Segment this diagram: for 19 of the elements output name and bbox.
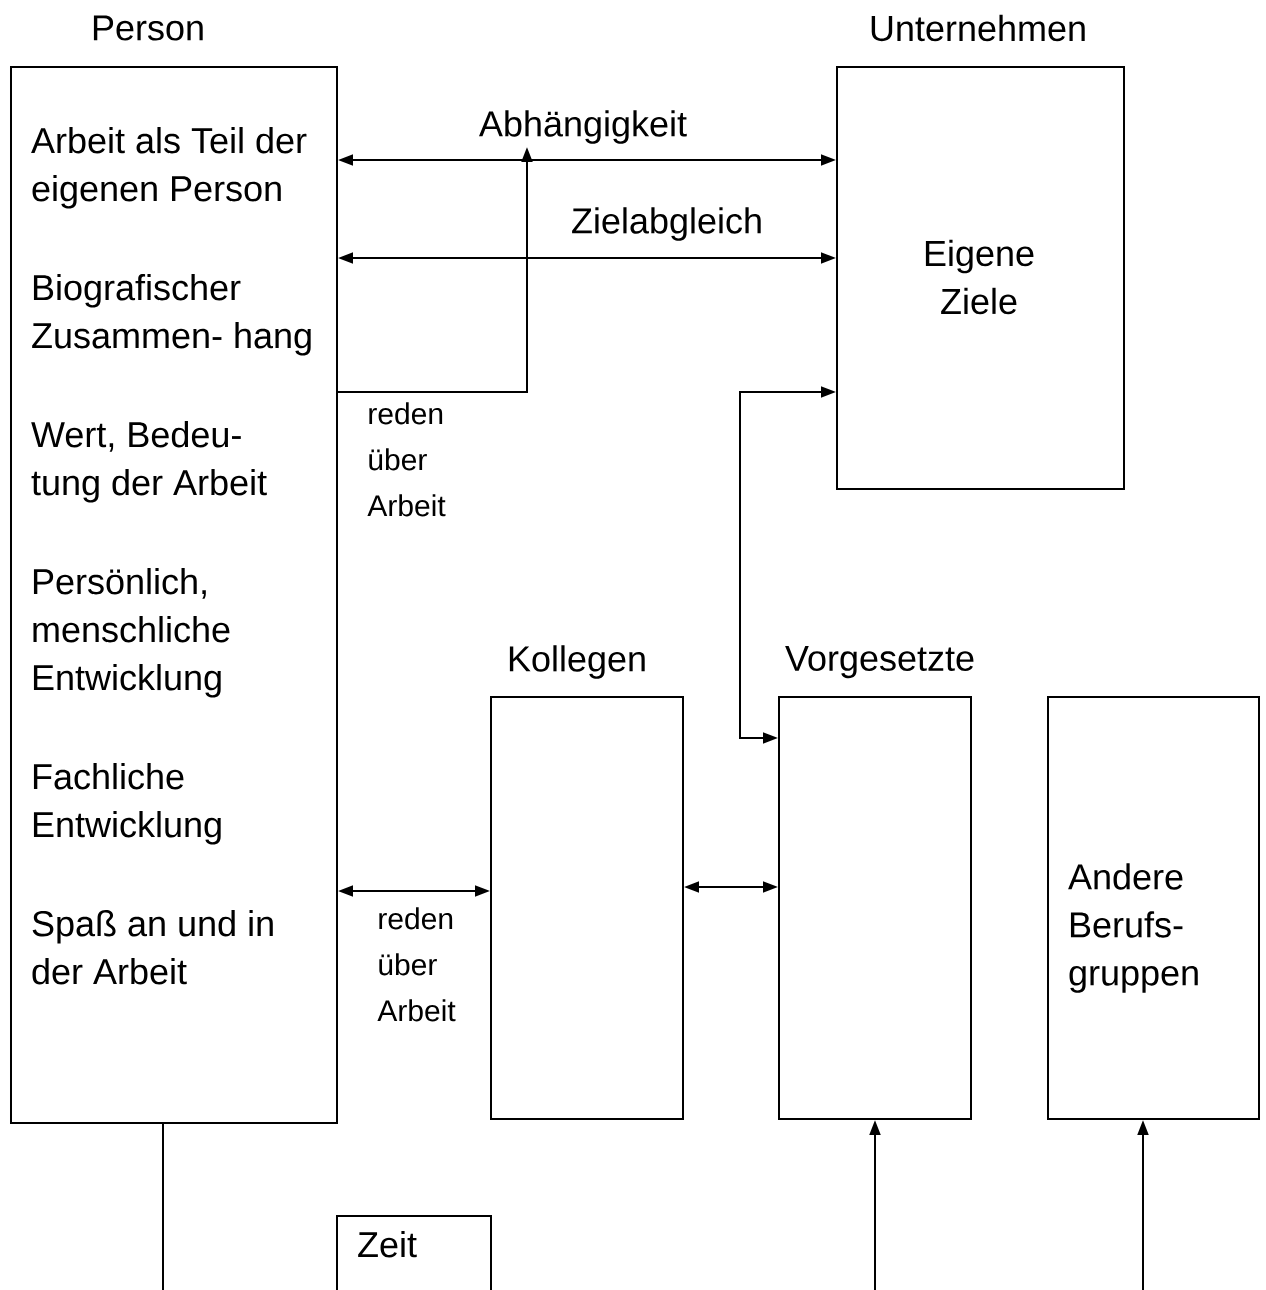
node-label: Fachliche Entwicklung — [33, 762, 221, 845]
node-label: Biografischer Zusammen- hang — [32, 274, 311, 356]
node-label: Persönlich, menschliche Entwicklung — [33, 567, 230, 698]
node-label: Arbeit als Teil der eigenen Person — [31, 127, 307, 209]
edge-label: reden über Arbeit — [377, 907, 456, 1022]
text-box: Andere Berufs- gruppen — [1047, 696, 1260, 1120]
box-heading: Vorgesetzte — [785, 645, 974, 679]
box-heading: Kollegen — [509, 645, 645, 679]
node-label: Wert, Bedeu- tung der Arbeit — [31, 421, 267, 503]
edge-label: Zielabgleich — [572, 207, 761, 241]
edge-label: reden über Arbeit — [367, 402, 446, 517]
connector-line — [162, 1123, 164, 1290]
box-heading: Unternehmen — [871, 14, 1085, 42]
text-box: Zeit — [336, 1215, 492, 1290]
node-label: Spaß an und in der Arbeit — [32, 909, 273, 985]
box-heading: Person — [93, 15, 203, 41]
edge-label: Abhängigkeit — [479, 110, 687, 144]
text-box: Eigene Ziele — [836, 66, 1125, 490]
text-box: Arbeit als Teil der eigenen Person Biografischer Zusammen- hang Wert, Bedeu- tung der Arbeit Persönlich, menschliche Entwicklung Fachliche Entwicklung Spaß an und in der Arbeit — [10, 66, 338, 1124]
